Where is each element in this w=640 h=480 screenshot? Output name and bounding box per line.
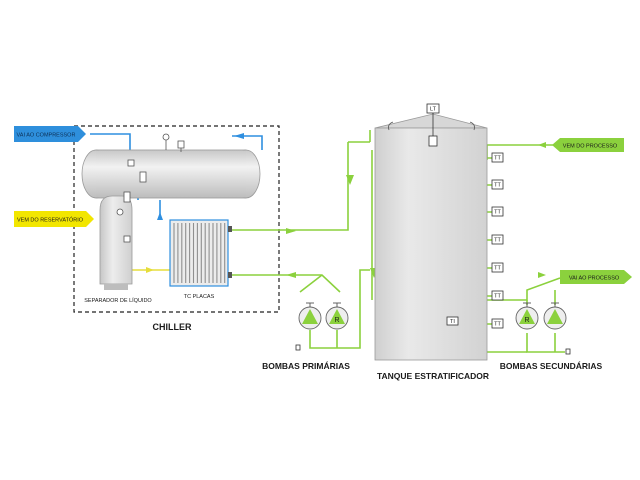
pump-icon: R	[325, 302, 349, 330]
liquid-separator	[99, 195, 133, 290]
temperature-sensor-icon: TT	[491, 234, 504, 245]
svg-text:R: R	[524, 317, 529, 324]
pump-icon	[298, 302, 322, 330]
tanque-label: TANQUE ESTRATIFICADOR	[377, 371, 489, 381]
pressure-gauge-icon	[162, 133, 185, 152]
chiller-label: CHILLER	[153, 322, 192, 332]
bombas-primarias-label: BOMBAS PRIMÁRIAS	[262, 361, 350, 371]
temperature-sensor-icon: TT	[491, 318, 504, 329]
flow-arrow-icon	[146, 267, 154, 273]
svg-text:VAI AO PROCESSO: VAI AO PROCESSO	[569, 276, 620, 282]
svg-text:VEM DO PROCESSO: VEM DO PROCESSO	[563, 144, 618, 150]
tag-vai-compressor: VAI AO COMPRESSOR	[14, 126, 86, 142]
level-sensor-icon: LT	[426, 103, 440, 147]
flow-arrow-icon	[286, 142, 546, 278]
svg-text:VEM DO RESERVATÓRIO: VEM DO RESERVATÓRIO	[17, 217, 84, 224]
stratification-tank	[374, 113, 488, 361]
evaporator-vessel	[81, 149, 261, 199]
tag-vem-processo: VEM DO PROCESSO	[552, 138, 624, 152]
svg-text:TT: TT	[494, 266, 501, 272]
plate-heat-exchanger	[169, 219, 232, 287]
tc-placas-label: TC PLACAS	[184, 294, 215, 300]
water-pipes	[232, 130, 565, 353]
temperature-sensor-icon: TT	[491, 290, 504, 301]
svg-text:LT: LT	[430, 107, 437, 113]
valve-icon	[116, 159, 147, 243]
svg-text:TI: TI	[450, 319, 455, 325]
svg-text:TT: TT	[494, 183, 501, 189]
temperature-transmitters: TT TT TT TT TT TT TT	[491, 152, 504, 329]
flow-arrow-icon	[157, 133, 244, 220]
temperature-sensor-icon: TI	[446, 316, 459, 326]
tag-vai-processo: VAI AO PROCESSO	[560, 270, 632, 284]
temperature-sensor-icon: TT	[491, 262, 504, 273]
svg-text:TT: TT	[494, 210, 501, 216]
drain-markers	[295, 344, 571, 355]
svg-text:TT: TT	[494, 294, 501, 300]
svg-text:TT: TT	[494, 238, 501, 244]
svg-text:TT: TT	[494, 322, 501, 328]
pump-icon	[543, 302, 567, 330]
tag-vem-reservatorio: VEM DO RESERVATÓRIO	[14, 211, 94, 227]
svg-text:R: R	[334, 317, 339, 324]
temperature-sensor-icon: TT	[491, 206, 504, 217]
temperature-sensor-icon: TT	[491, 179, 504, 190]
pump-icon: R	[515, 302, 539, 330]
svg-text:TT: TT	[494, 156, 501, 162]
svg-text:VAI AO COMPRESSOR: VAI AO COMPRESSOR	[17, 133, 76, 139]
temperature-sensor-icon: TT	[491, 152, 504, 163]
separator-label: SEPARADOR DE LÍQUIDO	[84, 297, 152, 304]
bombas-secundarias-label: BOMBAS SECUNDÁRIAS	[500, 361, 603, 371]
